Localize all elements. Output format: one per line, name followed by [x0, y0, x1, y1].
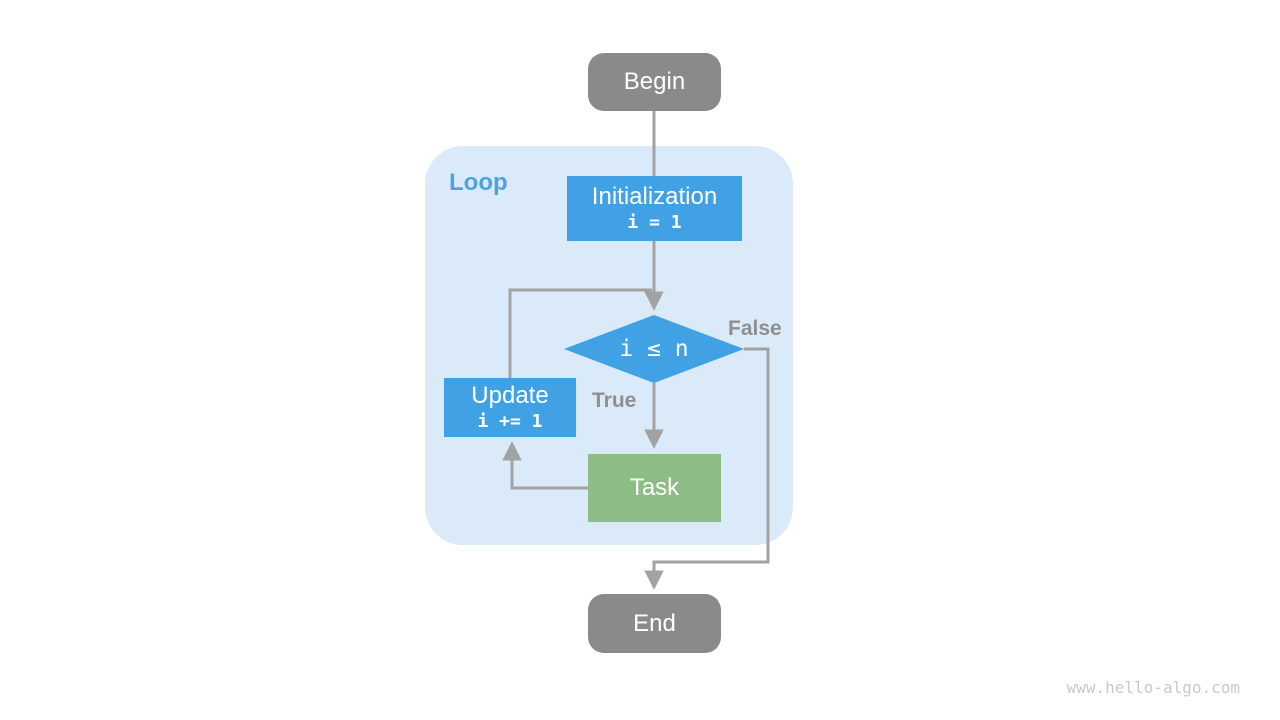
- node-begin: Begin: [588, 53, 721, 111]
- node-end: End: [588, 594, 721, 653]
- edge-condition-to-end: [644, 347, 770, 590]
- node-update: Update i += 1: [444, 378, 576, 437]
- node-initialization-label: Initialization: [591, 182, 718, 210]
- node-task-label: Task: [629, 474, 680, 502]
- edge-label-true: True: [592, 389, 637, 412]
- node-initialization-code: i = 1: [627, 212, 682, 234]
- edge-label-false: False: [728, 317, 782, 340]
- node-update-label: Update: [471, 381, 549, 409]
- node-task: Task: [588, 454, 721, 522]
- edge-task-to-update: [502, 441, 588, 490]
- node-update-code: i += 1: [477, 411, 543, 433]
- loop-container-label: Loop: [449, 169, 508, 196]
- watermark-url: www.hello-algo.com: [1066, 678, 1240, 697]
- edge-update-loopback: [508, 288, 652, 378]
- node-condition-label: i ≤ n: [619, 336, 689, 362]
- node-end-label: End: [633, 609, 676, 637]
- node-begin-label: Begin: [623, 68, 686, 96]
- node-initialization: Initialization i = 1: [567, 176, 742, 241]
